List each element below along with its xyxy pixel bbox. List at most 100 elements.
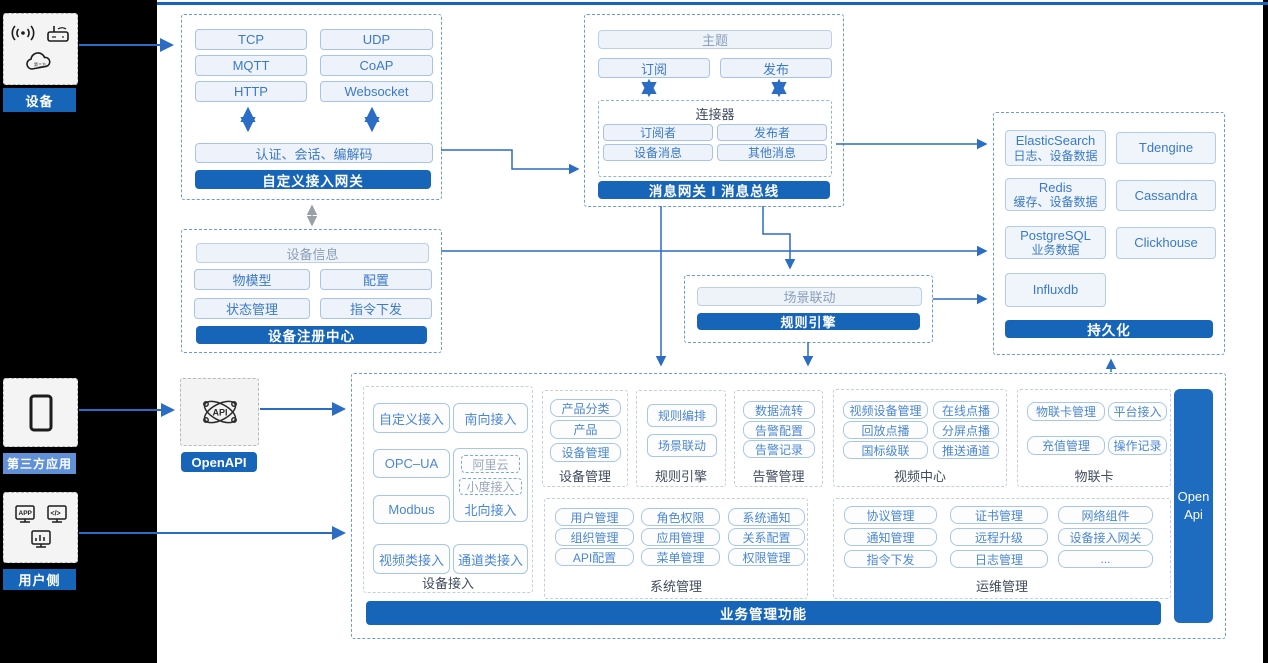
ops-node: 证书管理 [950,506,1048,524]
iot-node: 平台接入 [1108,402,1167,421]
topic-node: 主题 [598,30,832,49]
third-party-label-text: 第三方应用 [6,457,72,471]
publish-node: 发布 [720,58,832,78]
ops-node: 通知管理 [844,528,937,546]
north-sub-node: 小度接入 [459,478,522,495]
store-name: Redis [1038,179,1073,195]
section-label: 物联卡 [1074,469,1114,484]
ops-node: 远程升级 [950,528,1048,546]
store-name: PostgreSQL [1020,227,1091,243]
registry-node: 指令下发 [320,298,432,319]
section-ops-mgmt: 协议管理 证书管理 网络组件 通知管理 远程升级 设备接入网关 指令下发 日志管… [833,498,1171,599]
device-label-text: 设备 [25,93,54,109]
system-node: 组织管理 [555,528,634,546]
section-label: 运维管理 [975,579,1028,594]
store-node: ElasticSearch 日志、设备数据 [1005,130,1106,166]
top-accent-line [157,2,1268,5]
registry-node: 物模型 [194,269,310,290]
video-node: 国标级联 [843,441,928,459]
app-window-icon: APP [14,504,35,523]
business-platform-box: 自定义接入 南向接入 OPC–UA 阿里云 小度接入 北向接入 Modbus 视… [351,373,1226,639]
svg-text:</>: </> [50,510,60,517]
north-sub-node: 阿里云 [461,455,520,473]
section-iot-card: 物联卡管理 平台接入 充值管理 操作记录 物联卡 [1017,389,1171,487]
store-desc: 业务数据 [1031,243,1080,258]
router-icon [46,26,69,42]
store-node: Redis 缓存、设备数据 [1005,178,1106,211]
system-node: 菜单管理 [641,548,720,566]
persistence-box: ElasticSearch 日志、设备数据 Tdengine Redis 缓存、… [993,112,1225,355]
protocol-node: UDP [320,29,433,50]
business-footer-bar: 业务管理功能 [366,601,1161,625]
section-device-mgmt: 产品分类 产品 设备管理 设备管理 [542,390,628,487]
mgmt-node: 产品 [550,420,621,439]
protocol-node: CoAP [320,55,433,76]
ops-node: 日志管理 [950,550,1048,568]
connector-node: 发布者 [717,124,827,141]
system-node: 关系配置 [728,528,805,546]
ops-node: 网络组件 [1058,506,1153,524]
section-video-center: 视频设备管理 在线点播 回放点播 分屏点播 国标级联 推送通道 视频中心 [833,389,1007,487]
protocol-node: Websocket [320,81,433,102]
system-node: 系统通知 [728,508,805,526]
device-label: 设备 [3,88,76,112]
video-node: 推送通道 [933,441,999,459]
custom-gateway-title-bar: 自定义接入网关 [195,170,431,189]
openapi-icon-box: API [180,378,259,446]
svg-text:第三方: 第三方 [34,61,46,67]
system-node: 角色权限 [641,508,720,526]
device-info-node: 设备信息 [196,243,429,263]
registry-node: 状态管理 [194,298,310,319]
protocol-node: HTTP [195,81,307,102]
user-side-icons: APP </> [14,504,67,548]
north-access-node: 阿里云 小度接入 北向接入 [453,448,528,522]
device-icon-box: 第三方 [3,13,78,85]
section-label: 告警管理 [752,469,805,484]
section-label: 规则引擎 [654,469,707,484]
video-node: 分屏点播 [933,421,999,439]
third-party-icon-box [3,378,78,447]
svg-text:APP: APP [18,510,32,517]
ops-node: 指令下发 [844,550,937,568]
openapi-label-text: OpenAPI [191,454,247,470]
registry-node: 配置 [320,269,432,290]
section-system-mgmt: 用户管理 角色权限 系统通知 组织管理 应用管理 关系配置 API配置 菜单管理… [544,498,808,599]
access-node: 通道类接入 [453,544,528,574]
message-bus-title-bar: 消息网关 I 消息总线 [598,181,830,199]
section-label: 系统管理 [649,579,702,594]
connector-node: 其他消息 [717,144,827,161]
open-api-line1: Open [1177,488,1210,504]
code-window-icon: </> [46,504,67,523]
system-node: 应用管理 [641,528,720,546]
third-party-label: 第三方应用 [3,453,76,474]
access-node: 自定义接入 [373,403,450,433]
section-label: 设备管理 [558,469,611,484]
iot-node: 充值管理 [1027,436,1105,455]
scene-linkage-node: 场景联动 [697,287,922,306]
video-node: 回放点播 [843,421,928,439]
rule-engine-title-bar: 规则引擎 [697,313,920,330]
connector-node: 订阅者 [603,124,713,141]
mgmt-node: 产品分类 [550,399,621,417]
section-label: 视频中心 [893,469,946,484]
device-registry-title-bar: 设备注册中心 [196,326,427,344]
user-side-label: 用户侧 [3,569,76,590]
store-name: Tdengine [1138,140,1194,156]
store-name: ElasticSearch [1015,133,1096,148]
ops-node: 设备接入网关 [1058,528,1153,546]
openapi-label: OpenAPI [181,452,257,472]
system-node: 权限管理 [728,548,805,566]
access-node: 南向接入 [453,403,528,433]
connector-title: 连接器 [695,107,735,122]
store-node: PostgreSQL 业务数据 [1005,226,1106,259]
auth-session-codec-node: 认证、会话、编解码 [195,143,433,163]
connector-box: 连接器 订阅者 发布者 设备消息 其他消息 [598,100,832,177]
connector-node: 设备消息 [603,144,713,161]
access-node: OPC–UA [373,449,450,478]
cloud-icon: 第三方 [25,52,51,70]
store-desc: 缓存、设备数据 [1013,195,1098,210]
store-node: Influxdb [1005,273,1106,307]
north-access-label: 北向接入 [464,503,517,518]
device-registry-box: 设备信息 物模型 配置 状态管理 指令下发 设备注册中心 [181,229,442,353]
